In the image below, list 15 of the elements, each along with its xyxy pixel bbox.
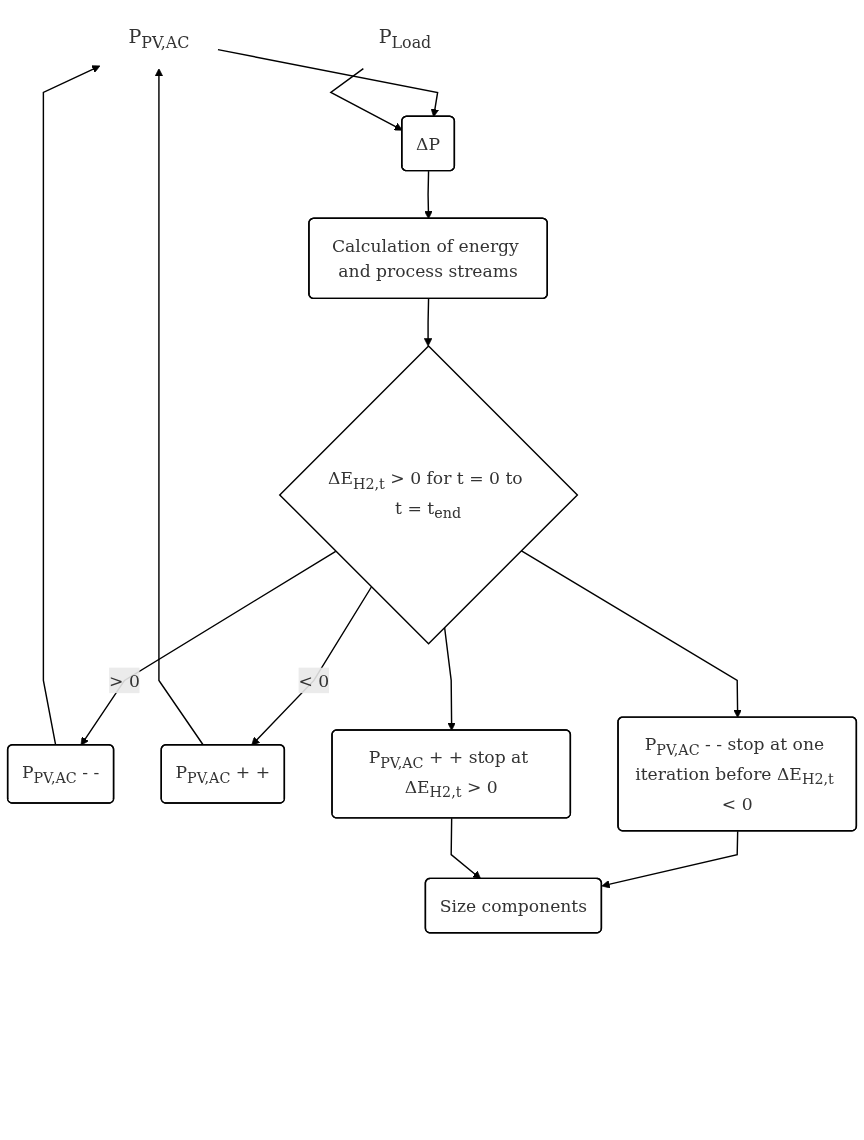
arrow bbox=[251, 586, 373, 746]
edge-label: < 0 bbox=[298, 670, 330, 691]
arrow bbox=[80, 550, 337, 746]
arrow bbox=[424, 170, 433, 220]
arrow bbox=[520, 550, 742, 718]
arrow bbox=[450, 817, 482, 880]
arrow bbox=[601, 830, 739, 889]
node-text: P$_{PV,AC}$ bbox=[128, 24, 190, 52]
node-diamond: ΔE$_{H2,t}$ > 0 for t = 0 to t = t$_{end}$ bbox=[278, 345, 579, 645]
edge-label: > 0 bbox=[109, 670, 140, 691]
node-text: P$_{Load}$ bbox=[378, 24, 432, 52]
arrow bbox=[42, 65, 101, 746]
arrow bbox=[423, 298, 433, 347]
arrow bbox=[217, 48, 439, 118]
arrow bbox=[154, 68, 205, 746]
